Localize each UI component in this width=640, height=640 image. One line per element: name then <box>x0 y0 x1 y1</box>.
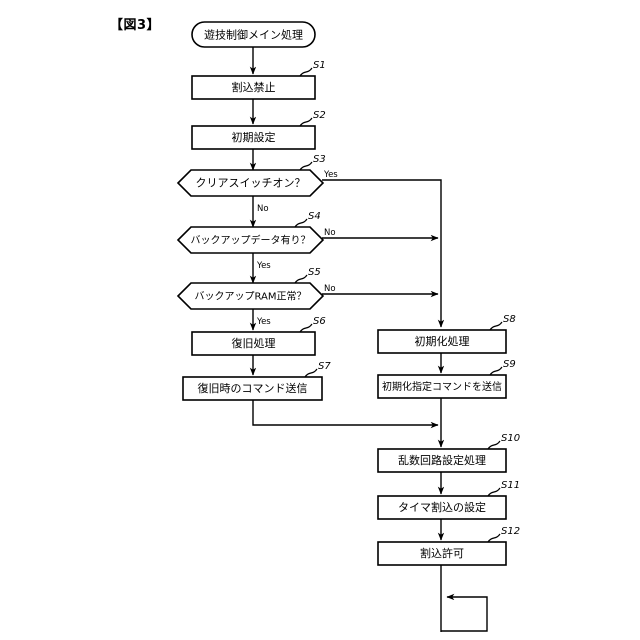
node-s10[interactable]: 乱数回路設定処理 <box>377 448 507 473</box>
step-label-s5: S5 <box>308 267 321 278</box>
node-s6[interactable]: 復旧処理 <box>191 331 316 356</box>
node-s8[interactable]: 初期化処理 <box>377 329 507 354</box>
node-s1-label: 割込禁止 <box>232 80 276 94</box>
node-start[interactable]: 遊技制御メイン処理 <box>191 21 316 48</box>
node-s7[interactable]: 復旧時のコマンド送信 <box>182 376 323 401</box>
leader-s5 <box>294 274 308 284</box>
loop-back-path <box>441 593 488 632</box>
leader-s6 <box>299 323 313 333</box>
step-label-s8: S8 <box>503 314 516 325</box>
leader-s10 <box>487 440 501 450</box>
leader-s4 <box>294 218 308 228</box>
node-s3[interactable]: クリアスイッチオン？ <box>176 169 325 197</box>
node-s5-label: バックアップRAM正常？ <box>194 290 306 303</box>
node-s7-label: 復旧時のコマンド送信 <box>198 381 308 395</box>
branch-label-s4-no: No <box>324 228 336 238</box>
step-label-s6: S6 <box>313 316 326 327</box>
step-label-s4: S4 <box>308 211 321 222</box>
leader-s1 <box>299 67 313 77</box>
connector-s7-to-trunk <box>252 394 439 429</box>
step-label-s10: S10 <box>501 433 520 444</box>
node-s4-label: バックアップデータ有り？ <box>191 234 311 247</box>
figure-title: 【図3】 <box>110 18 161 33</box>
leader-s8 <box>489 321 503 331</box>
node-s9[interactable]: 初期化指定コマンドを送信 <box>377 374 507 399</box>
step-label-s1: S1 <box>313 60 326 71</box>
step-label-s2: S2 <box>313 110 326 121</box>
node-s2-label: 初期設定 <box>232 130 276 144</box>
node-s11[interactable]: タイマ割込の設定 <box>377 495 507 520</box>
step-label-s9: S9 <box>503 359 516 370</box>
node-s4[interactable]: バックアップデータ有り？ <box>176 226 325 254</box>
leader-s3 <box>299 161 313 171</box>
node-s8-label: 初期化処理 <box>415 334 470 348</box>
leader-s12 <box>487 533 501 543</box>
leader-s11 <box>487 487 501 497</box>
node-s6-label: 復旧処理 <box>232 337 276 350</box>
branch-label-s3-yes: Yes <box>323 170 338 180</box>
step-label-s12: S12 <box>501 526 520 537</box>
node-s10-label: 乱数回路設定処理 <box>398 453 486 467</box>
branch-label-s5-yes: Yes <box>256 317 271 327</box>
node-s12-label: 割込許可 <box>420 546 464 560</box>
branch-label-s4-yes: Yes <box>256 261 271 271</box>
step-label-s11: S11 <box>501 480 520 491</box>
node-s1[interactable]: 割込禁止 <box>191 75 316 100</box>
step-label-s3: S3 <box>313 154 326 165</box>
node-s12[interactable]: 割込許可 <box>377 541 507 566</box>
branch-label-s5-no: No <box>324 284 336 294</box>
node-start-label: 遊技制御メイン処理 <box>204 28 303 42</box>
leader-s7 <box>304 368 318 378</box>
node-s2[interactable]: 初期設定 <box>191 125 316 150</box>
step-label-s7: S7 <box>318 361 331 372</box>
node-s5[interactable]: バックアップRAM正常？ <box>176 282 325 310</box>
node-s9-label: 初期化指定コマンドを送信 <box>382 380 502 393</box>
leader-s9 <box>489 366 503 376</box>
connector-s3-yes-to-trunk <box>322 179 445 328</box>
leader-s2 <box>299 117 313 127</box>
node-s3-label: クリアスイッチオン？ <box>196 177 306 190</box>
node-s11-label: タイマ割込の設定 <box>398 500 486 514</box>
branch-label-s3-no: No <box>257 204 269 214</box>
